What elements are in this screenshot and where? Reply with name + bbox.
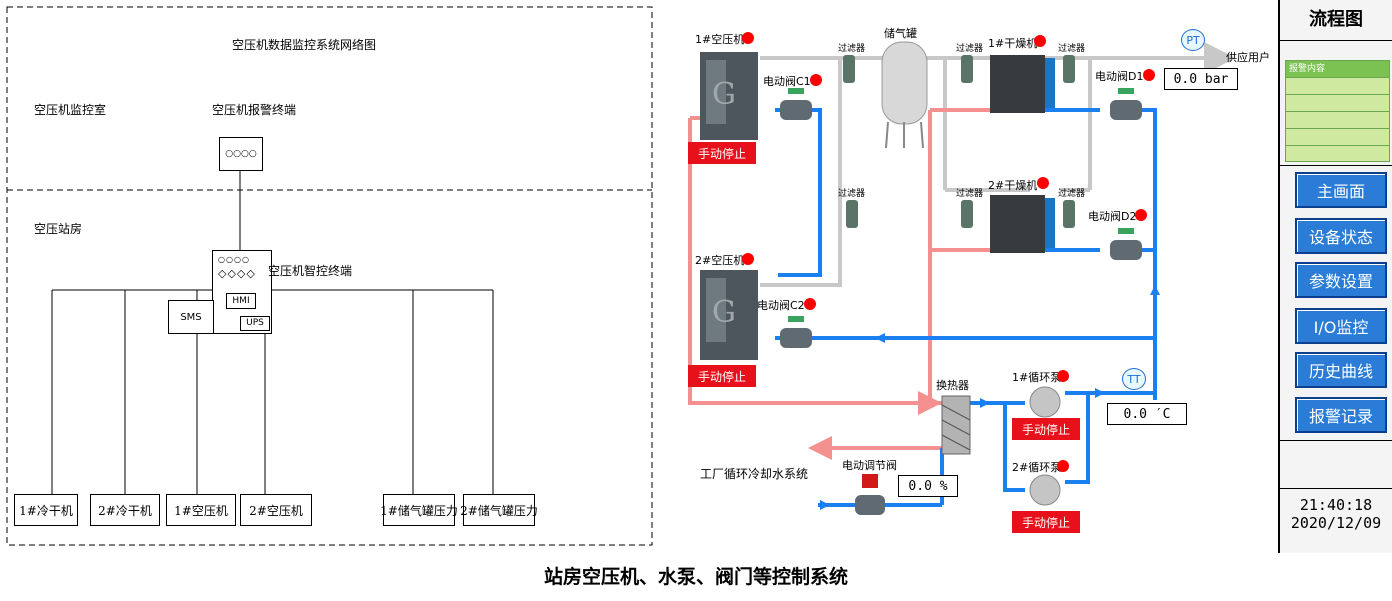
alarm-row [1286, 128, 1389, 145]
sidebar: 流程图 报警内容 主画面 设备状态 参数设置 I/O监控 历史曲线 报警记录 2… [1278, 0, 1392, 553]
figure-caption: 站房空压机、水泵、阀门等控制系统 [543, 566, 848, 588]
nav-alarm-record-button[interactable]: 报警记录 [1295, 397, 1387, 433]
network-diagram-lines [6, 6, 653, 546]
svg-text:G: G [712, 77, 736, 112]
dryer-2-label: 2#干燥机 [988, 179, 1038, 192]
ups-box: UPS [240, 316, 270, 331]
valve-d1-indicator [1143, 69, 1155, 81]
alarm-row [1286, 111, 1389, 128]
dryer-1-shape [990, 55, 1045, 113]
alarm-row [1286, 145, 1389, 162]
alarm-terminal-label: 空压机报警终端 [212, 103, 297, 117]
nav-io-monitor-button[interactable]: I/O监控 [1295, 308, 1387, 344]
valve-d2-label: 电动阀D2 [1088, 210, 1137, 223]
compressor-1-status[interactable]: 手动停止 [688, 142, 756, 164]
process-pipes: G G [688, 41, 1236, 515]
filter-1-label: 过滤器 [838, 44, 866, 54]
supply-user-label: 供应用户 [1226, 51, 1270, 64]
smart-terminal-label: 空压机智控终端 [268, 264, 353, 278]
compressor-1-label: 1#空压机 [695, 33, 745, 46]
regulating-valve-readout[interactable]: 0.0 % [898, 475, 958, 497]
compressor-1-shape: G [700, 52, 758, 140]
valve-d1-label: 电动阀D1 [1095, 70, 1144, 83]
leaf-tank-pressure-2: 2#储气罐压力 [460, 494, 538, 526]
tank-label: 储气罐 [884, 27, 917, 40]
leaf-tank-pressure-1: 1#储气罐压力 [380, 494, 458, 526]
monitor-room-label: 空压机监控室 [34, 103, 107, 117]
filter-5-label: 过滤器 [1058, 44, 1086, 54]
alarm-panel: 报警内容 [1285, 60, 1390, 162]
filter-3-label: 过滤器 [956, 44, 984, 54]
compressor-2-status[interactable]: 手动停止 [688, 365, 756, 387]
heat-exchanger-shape [941, 395, 971, 455]
filter-6-label: 过滤器 [1058, 189, 1086, 199]
terminal-lights: ○○○○ [218, 255, 250, 264]
factory-cooling-label: 工厂循环冷却水系统 [700, 467, 809, 481]
temperature-gauge-icon: TT [1122, 368, 1146, 390]
alarm-row [1286, 94, 1389, 111]
page-title: 流程图 [1309, 9, 1363, 30]
nav-main-screen-button[interactable]: 主画面 [1295, 172, 1387, 208]
valve-c2-indicator [804, 298, 816, 310]
network-title: 空压机数据监控系统网络图 [232, 38, 377, 52]
smart-terminal-box: ○○○○ ◇◇◇◇ HMI UPS [212, 250, 272, 334]
alarm-panel-header: 报警内容 [1286, 61, 1389, 77]
sms-box: SMS [168, 300, 214, 334]
nav-parameter-settings-button[interactable]: 参数设置 [1295, 262, 1387, 298]
valve-c2-label: 电动阀C2 [757, 299, 805, 312]
pump-2-status[interactable]: 手动停止 [1012, 511, 1080, 533]
compressor-2-label: 2#空压机 [695, 254, 745, 267]
clock: 21:40:18 2020/12/09 [1280, 496, 1392, 532]
clock-date: 2020/12/09 [1290, 514, 1382, 532]
temperature-readout: 0.0 ′C [1107, 403, 1187, 425]
filter-2-label: 过滤器 [838, 189, 866, 199]
leaf-cold-dryer-2: 2#冷干机 [90, 494, 160, 526]
filter-4-label: 过滤器 [956, 189, 984, 199]
leaf-compressor-2: 2#空压机 [240, 494, 312, 526]
pump-1-shape [1029, 386, 1061, 418]
pump-2-label: 2#循环泵 [1012, 461, 1062, 474]
dryer-2-indicator [1037, 177, 1049, 189]
nav-history-curve-button[interactable]: 历史曲线 [1295, 352, 1387, 388]
nav-device-status-button[interactable]: 设备状态 [1295, 218, 1387, 254]
terminal-keys: ◇◇◇◇ [218, 267, 256, 280]
dryer-1-label: 1#干燥机 [988, 37, 1038, 50]
pressure-gauge-icon: PT [1181, 29, 1205, 51]
compressor-2-indicator [742, 253, 754, 265]
pump-1-status[interactable]: 手动停止 [1012, 418, 1080, 440]
clock-time: 21:40:18 [1299, 496, 1373, 514]
alarm-terminal-dots: ○○○○ [225, 149, 257, 159]
pump-2-indicator [1057, 460, 1069, 472]
valve-d2-indicator [1135, 209, 1147, 221]
pump-2-shape [1029, 474, 1061, 506]
compressor-1-indicator [742, 32, 754, 44]
pump-1-indicator [1057, 370, 1069, 382]
leaf-compressor-1: 1#空压机 [166, 494, 236, 526]
alarm-row [1286, 77, 1389, 94]
valve-c1-indicator [810, 74, 822, 86]
pressure-readout: 0.0 bar [1164, 68, 1238, 90]
dryer-1-indicator [1034, 35, 1046, 47]
valve-c1-label: 电动阀C1 [763, 75, 811, 88]
compressor-room-label: 空压站房 [34, 222, 83, 236]
alarm-terminal-box: ○○○○ [219, 137, 263, 171]
dryer-2-shape [990, 195, 1045, 253]
hmi-box: HMI [226, 293, 256, 309]
svg-text:G: G [712, 295, 736, 330]
pump-1-label: 1#循环泵 [1012, 371, 1062, 384]
leaf-cold-dryer-1: 1#冷干机 [14, 494, 78, 526]
heat-exchanger-label: 换热器 [936, 379, 969, 392]
compressor-2-shape: G [700, 270, 758, 360]
regulating-valve-label: 电动调节阀 [842, 459, 897, 472]
storage-tank-shape [881, 41, 928, 149]
